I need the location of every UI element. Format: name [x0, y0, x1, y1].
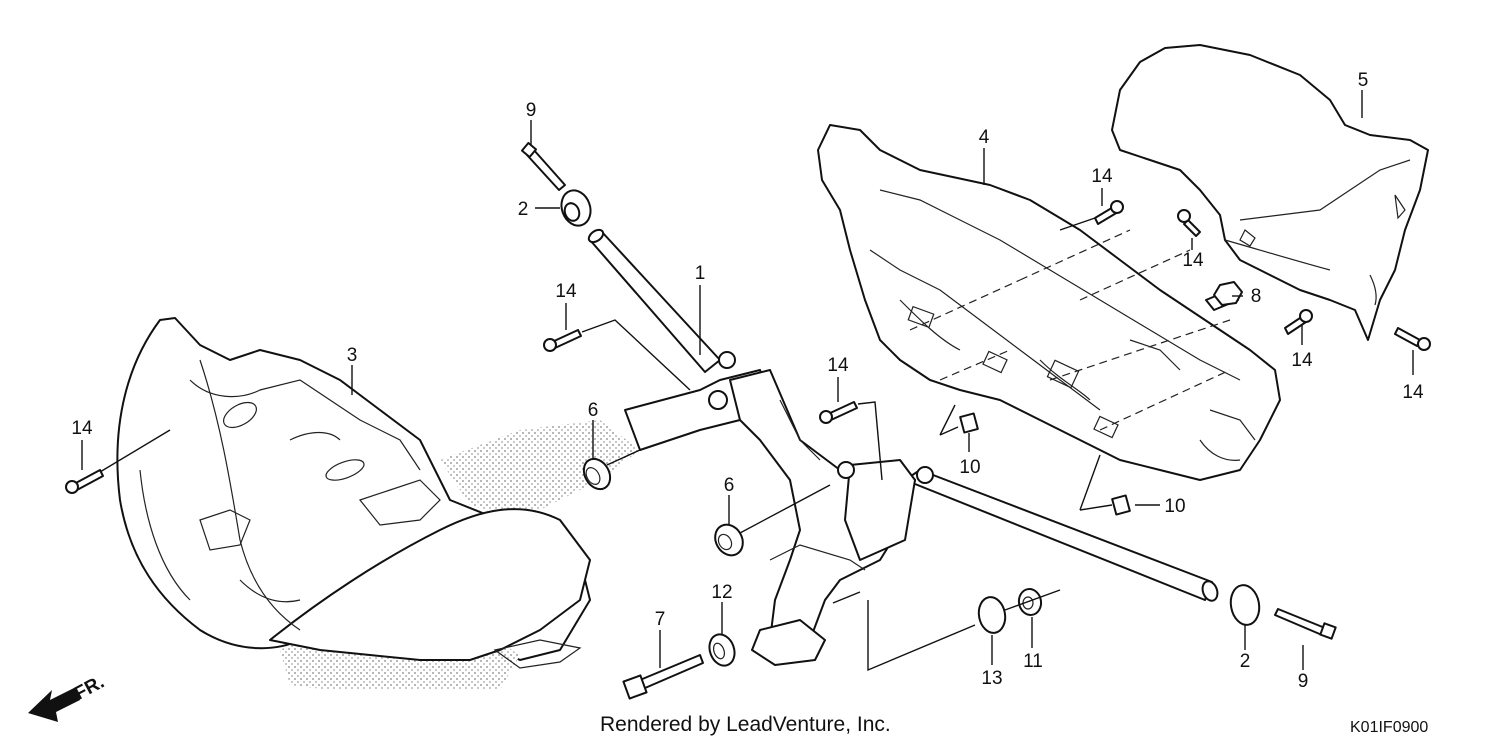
screw-part-14-right-mid [1284, 309, 1313, 335]
footer-credit: Rendered by LeadVenture, Inc. [600, 713, 891, 736]
collar-part-12 [708, 633, 736, 667]
rear-cover-part-4 [817, 124, 1281, 481]
callout-6-right: 6 [724, 475, 735, 496]
rubber-part-13 [977, 596, 1007, 634]
screw-part-14-center-left [543, 329, 582, 352]
bolt-part-7 [622, 654, 704, 700]
screw-part-14-left [65, 469, 104, 494]
callout-12: 12 [711, 582, 732, 603]
callout-14-far-right: 14 [1402, 382, 1424, 403]
callout-14-top: 14 [1091, 166, 1113, 187]
screw-part-14-top [1094, 200, 1124, 225]
callout-14-center-left: 14 [555, 281, 577, 302]
callout-labels: 9 2 1 3 4 5 6 6 7 12 8 9 2 10 10 11 13 1… [71, 70, 1424, 692]
callout-10-upper: 10 [959, 457, 980, 478]
screw-part-14-right-upper [1177, 209, 1201, 237]
screw-part-14-far-right [1394, 327, 1431, 351]
bolt-part-9-lower [1274, 608, 1337, 640]
callout-2-lower: 2 [1240, 651, 1251, 672]
top-cover-part-5 [1111, 44, 1429, 341]
diagram-code: K01IF0900 [1350, 719, 1428, 736]
bolt-part-8 [1205, 281, 1243, 311]
callout-14-center: 14 [827, 355, 849, 376]
callout-6-left: 6 [588, 400, 599, 421]
clip-part-10-lower [1111, 494, 1131, 516]
weight-part-2-lower [1229, 584, 1261, 626]
handlebar-part-1 [587, 228, 1219, 666]
front-direction-arrow-icon [28, 688, 80, 722]
callout-9-upper: 9 [526, 100, 537, 121]
callout-8: 8 [1251, 286, 1262, 307]
callout-14-right-upper: 14 [1182, 250, 1204, 271]
callout-7: 7 [655, 609, 666, 630]
callout-11: 11 [1023, 651, 1043, 672]
screw-part-14-center [819, 401, 858, 424]
front-cover-part-3 [116, 317, 640, 690]
clip-part-10-upper [959, 412, 979, 434]
bolt-part-9-upper [520, 141, 566, 191]
callout-1: 1 [695, 263, 706, 284]
callout-4: 4 [979, 127, 990, 148]
screw-part-14-group [65, 200, 1431, 494]
callout-2-upper: 2 [518, 199, 529, 220]
callout-9-lower: 9 [1298, 671, 1309, 692]
weight-part-2-upper [560, 189, 592, 227]
nut-part-11 [1017, 588, 1043, 616]
callout-13: 13 [981, 668, 1002, 689]
callout-3: 3 [347, 345, 358, 366]
rubber-part-6-right [714, 523, 744, 557]
leader-lines [81, 90, 1414, 672]
callout-14-right-mid: 14 [1291, 350, 1313, 371]
callout-14-left: 14 [71, 418, 93, 439]
rubber-part-6-left [582, 457, 612, 491]
callout-10-lower: 10 [1164, 496, 1185, 517]
callout-5: 5 [1358, 70, 1369, 91]
